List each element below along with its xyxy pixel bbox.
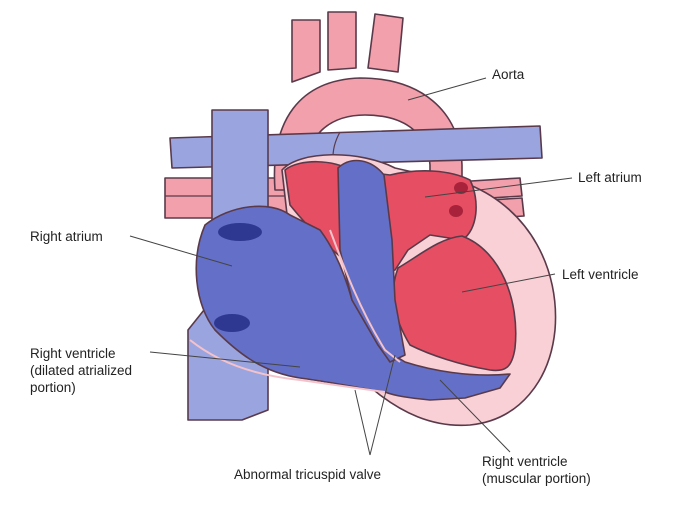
right-atrium-leader xyxy=(129,235,233,267)
left-ventricle-label: Left ventricle xyxy=(562,267,639,282)
left-ventricle-shape xyxy=(392,235,517,372)
tricuspid-leader-2 xyxy=(369,354,396,456)
aorta-branch-1 xyxy=(291,19,321,83)
left-atrium-label: Left atrium xyxy=(578,170,642,185)
right-ventricle-dilated-line-2: (dilated atrialized xyxy=(30,363,133,378)
ivc-opening xyxy=(214,314,250,332)
septum-strip xyxy=(337,159,406,363)
right-ventricle-muscular-leader xyxy=(439,379,511,453)
right-ventricle-dilated-leader xyxy=(149,351,301,368)
aorta-branch-2 xyxy=(327,11,357,71)
left-atrium-leader xyxy=(424,177,573,198)
svc-opening xyxy=(218,223,262,241)
right-ventricle-muscular-line-1: Right ventricle xyxy=(482,454,568,469)
aorta-label: Aorta xyxy=(492,67,525,82)
right-atrium-label: Right atrium xyxy=(30,229,103,244)
aorta-branch-3 xyxy=(367,13,404,73)
left-ventricle-leader xyxy=(461,273,556,293)
tricuspid-leader-1 xyxy=(354,389,371,456)
right-ventricle-dilated-line-1: Right ventricle xyxy=(30,346,116,361)
tricuspid-valve-label: Abnormal tricuspid valve xyxy=(234,467,382,482)
right-ventricle-dilated-line-3: portion) xyxy=(30,380,76,395)
aorta-arch xyxy=(273,77,463,201)
aorta-leader xyxy=(407,77,487,101)
right-ventricle-muscular-line-2: (muscular portion) xyxy=(482,471,591,486)
right-ventricle-dilated-label: Right ventricle (dilated atrialized port… xyxy=(30,345,132,396)
right-ventricle-muscular-label: Right ventricle (muscular portion) xyxy=(482,453,591,487)
